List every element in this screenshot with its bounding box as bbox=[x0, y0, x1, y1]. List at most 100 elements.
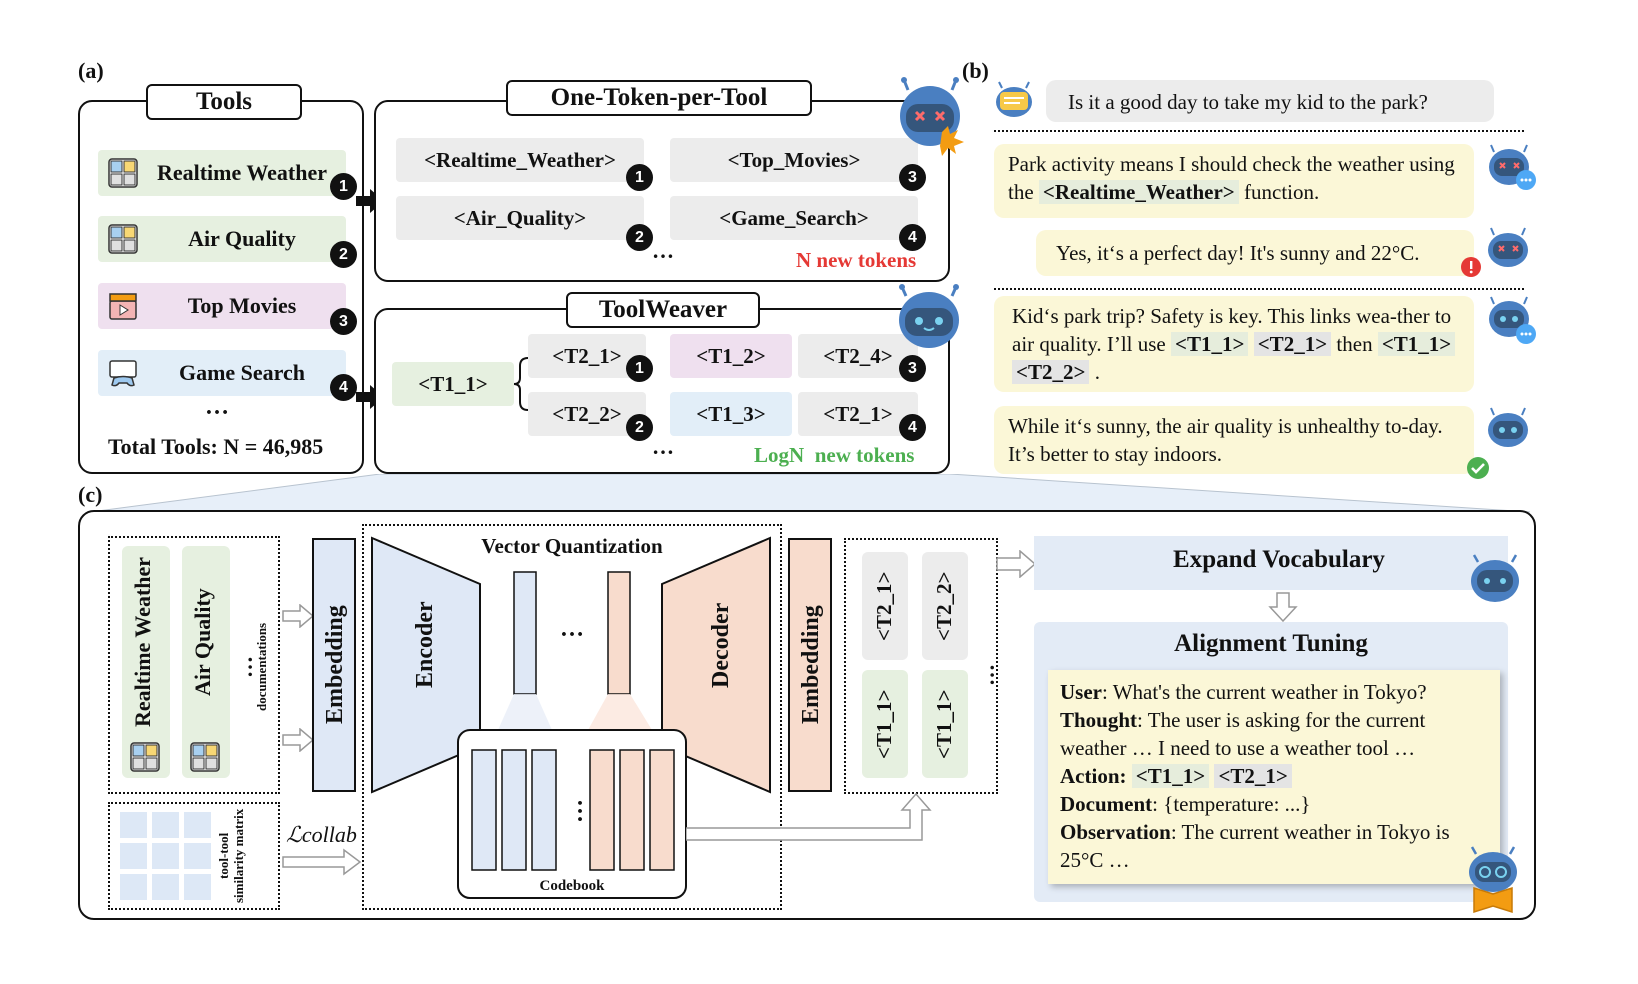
reply-bubble-3: Kid‘s park trip? Safety is key. This lin… bbox=[994, 296, 1474, 392]
panel-label-b: (b) bbox=[962, 58, 989, 83]
documentation-box bbox=[108, 536, 280, 794]
tool-label: Top Movies bbox=[187, 293, 297, 318]
weather-widget-icon bbox=[108, 158, 138, 188]
robot-icon bbox=[1488, 407, 1528, 447]
hollow-arrow-down-icon bbox=[1268, 592, 1298, 622]
tools-title: Tools bbox=[146, 84, 302, 120]
token-highlight: <T2_2> bbox=[1012, 360, 1090, 384]
index-badge: 3 bbox=[899, 164, 926, 191]
output-token-label: <T2_2> bbox=[932, 571, 956, 641]
robot-error-icon bbox=[1488, 227, 1528, 267]
align-key: Action: bbox=[1060, 764, 1132, 788]
air-quality-widget-icon bbox=[108, 224, 138, 254]
embedding-label: Embedding bbox=[798, 605, 824, 725]
tool-label: Game Search bbox=[178, 360, 306, 385]
tool-item-realtime-weather: Realtime Weather bbox=[98, 150, 346, 196]
tool-item-top-movies: Top Movies bbox=[98, 283, 346, 329]
embedding-label: Embedding bbox=[322, 605, 348, 725]
check-circle-icon bbox=[1467, 457, 1489, 479]
output-token-label: <T2_1> bbox=[872, 571, 896, 641]
zoom-wedge bbox=[90, 474, 1531, 513]
token-chip: <T1_3> bbox=[670, 392, 792, 436]
total-tools-label: Total Tools: N = 46,985 bbox=[108, 434, 324, 459]
align-line-thought: Thought: The user is asking for the curr… bbox=[1060, 706, 1488, 762]
token-chip-root: <T1_1> bbox=[392, 362, 514, 406]
output-tokens-box bbox=[844, 538, 998, 794]
robot-thinking-icon bbox=[1489, 144, 1536, 190]
robot-error-icon bbox=[900, 77, 964, 156]
token-chip bbox=[862, 552, 908, 660]
clapperboard-icon bbox=[109, 293, 137, 320]
index-badge: 2 bbox=[626, 224, 653, 251]
codebook-ellipsis: … bbox=[562, 799, 588, 823]
toolweaver-title: ToolWeaver bbox=[566, 292, 760, 328]
output-token-label: <T1_1> bbox=[872, 689, 896, 759]
output-ellipsis: … bbox=[974, 664, 999, 686]
vq-title: Vector Quantization bbox=[481, 534, 663, 558]
reply-bubble-1: Park activity means I should check the w… bbox=[994, 144, 1474, 218]
token-chip: <T2_1> bbox=[798, 392, 918, 436]
reply-bubble-4: While it‘s sunny, the air quality is unh… bbox=[994, 406, 1474, 474]
one-token-title: One-Token-per-Tool bbox=[506, 80, 812, 116]
doc-tool-label: Realtime Weather bbox=[130, 556, 155, 728]
reply-bubble-2: Yes, it‘s a perfect day! It's sunny and … bbox=[1036, 230, 1474, 276]
token-highlight: <T2_1> bbox=[1253, 332, 1332, 356]
hollow-arrow-icon bbox=[282, 604, 314, 628]
align-key: Observation bbox=[1060, 820, 1171, 844]
similarity-matrix-label: tool-tool similarity matrix bbox=[216, 808, 246, 904]
align-line-observation: Observation: The current weather in Toky… bbox=[1060, 818, 1488, 874]
token-chip: <Realtime_Weather> bbox=[396, 138, 644, 182]
token-chip: <Air_Quality> bbox=[396, 196, 644, 240]
alignment-example-card: User: What's the current weather in Toky… bbox=[1048, 670, 1500, 884]
align-value: : The user is asking for the current wea… bbox=[1060, 708, 1426, 760]
panel-label-a: (a) bbox=[78, 58, 104, 83]
token-chip: <T1_2> bbox=[670, 334, 792, 378]
index-badge: 1 bbox=[626, 355, 653, 382]
tool-label: Realtime Weather bbox=[156, 160, 328, 185]
align-value: : The current weather in Tokyo is 25°C … bbox=[1060, 820, 1450, 872]
embedding-block-right bbox=[788, 538, 832, 792]
token-ellipsis: … bbox=[652, 434, 674, 459]
align-line-document: Document: {temperature: ...} bbox=[1060, 790, 1488, 818]
air-quality-widget-icon bbox=[190, 742, 220, 772]
index-badge: 4 bbox=[899, 414, 926, 441]
tool-label: Air Quality bbox=[188, 226, 296, 251]
reply-text: Park activity means I should check the w… bbox=[1008, 152, 1455, 204]
index-badge: 4 bbox=[330, 374, 357, 401]
divider bbox=[994, 288, 1524, 290]
token-chip: <Top_Movies> bbox=[670, 138, 918, 182]
align-line-user: User: What's the current weather in Toky… bbox=[1060, 678, 1488, 706]
vq-box bbox=[362, 524, 782, 910]
expand-vocabulary-box bbox=[1034, 536, 1508, 590]
align-value: : What's the current weather in Tokyo? bbox=[1101, 680, 1427, 704]
token-highlight: <T1_1> bbox=[1131, 764, 1210, 788]
robot-icon bbox=[899, 284, 959, 348]
reply-text: function. bbox=[1238, 180, 1320, 204]
decoder-label: Decoder bbox=[708, 602, 734, 688]
token-highlight: <T2_1> bbox=[1214, 764, 1292, 788]
collab-loss-label: ℒcollab bbox=[286, 822, 357, 847]
alignment-tuning-title: Alignment Tuning bbox=[1174, 630, 1368, 657]
robot-reading-icon bbox=[1469, 846, 1517, 914]
expand-vocabulary-label: Expand Vocabulary bbox=[1173, 546, 1385, 573]
token-chip bbox=[922, 670, 968, 778]
output-token-label: <T1_1> bbox=[932, 689, 956, 759]
token-chip: <T2_4> bbox=[798, 334, 918, 378]
index-badge: 3 bbox=[899, 355, 926, 382]
encoder-label: Encoder bbox=[412, 601, 438, 689]
logn-new-tokens-label: LogN new tokens bbox=[754, 443, 914, 468]
doc-column bbox=[182, 546, 230, 778]
index-badge: 4 bbox=[899, 224, 926, 251]
token-highlight: <T1_1> bbox=[1377, 332, 1456, 356]
hollow-arrow-icon bbox=[282, 728, 314, 752]
index-badge: 1 bbox=[626, 164, 653, 191]
game-controller-icon bbox=[109, 360, 137, 387]
index-badge: 3 bbox=[330, 308, 357, 335]
align-line-action: Action: <T1_1> <T2_1> bbox=[1060, 762, 1488, 790]
robot-icon bbox=[1471, 554, 1519, 602]
align-key: Document bbox=[1060, 792, 1153, 816]
user-question-bubble: Is it a good day to take my kid to the p… bbox=[1046, 80, 1494, 122]
align-key: User bbox=[1060, 680, 1102, 704]
token-highlight: <T1_1> bbox=[1171, 332, 1249, 356]
tools-ellipsis: … bbox=[205, 394, 229, 420]
